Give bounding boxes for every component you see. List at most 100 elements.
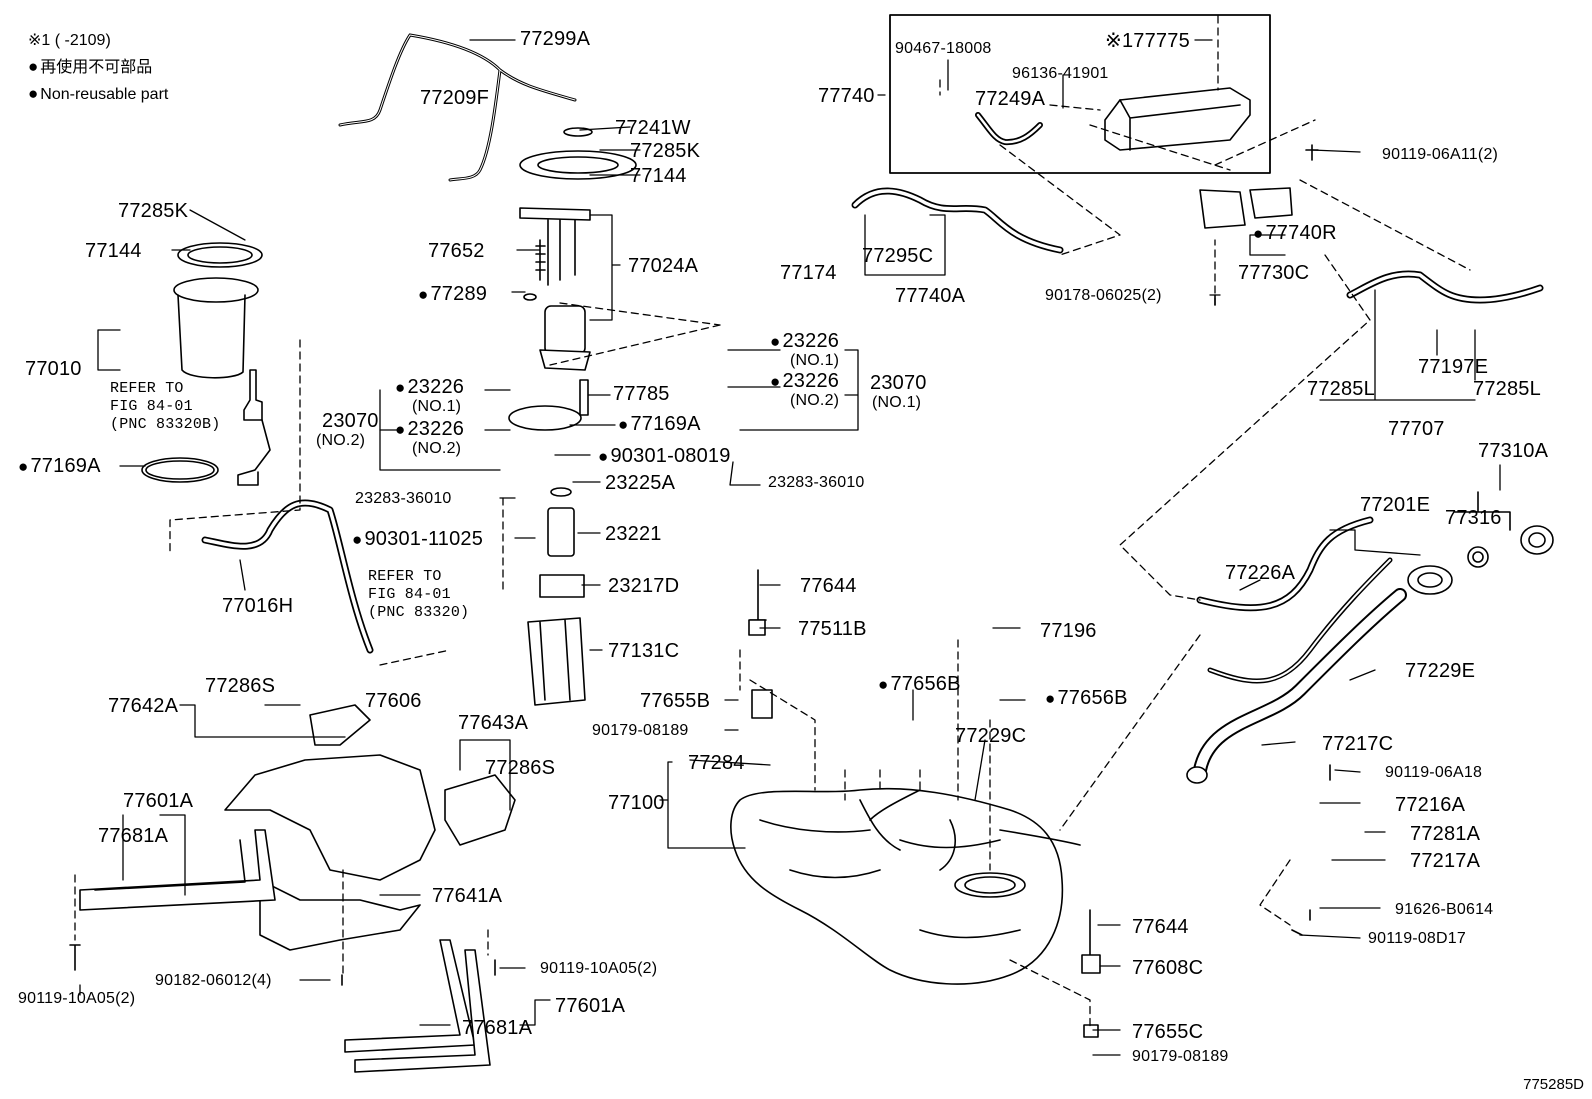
part-label-77241W[interactable]: 77241W: [615, 117, 691, 139]
part-label-77201E[interactable]: 77201E: [1360, 494, 1431, 516]
part-label-77740A[interactable]: 77740A: [895, 285, 966, 307]
part-label-90182-06012[interactable]: 90182-06012(4): [155, 972, 272, 989]
part-label-77740[interactable]: 77740: [818, 85, 875, 107]
part-label-77226A[interactable]: 77226A: [1225, 562, 1296, 584]
part-label-77601A-bottom[interactable]: 77601A: [555, 995, 626, 1017]
part-label-90301-08019[interactable]: 90301-08019: [598, 445, 731, 468]
part-label-77644-bottom[interactable]: 77644: [1132, 916, 1189, 938]
filler-pipe-shape: [1186, 565, 1453, 784]
part-label-77656B-left[interactable]: 77656B: [878, 673, 961, 696]
part-label-77652[interactable]: 77652: [428, 240, 485, 262]
part-label-77229E[interactable]: 77229E: [1405, 660, 1476, 682]
part-label-90119-08D17[interactable]: 90119-08D17: [1368, 930, 1466, 947]
part-label-90301-11025[interactable]: 90301-11025: [352, 528, 483, 551]
part-label-77285L-right[interactable]: 77285L: [1473, 378, 1541, 400]
sub-tank-assembly-shape: [141, 242, 271, 486]
part-label-77606[interactable]: 77606: [365, 690, 422, 712]
part-label-23070-no1[interactable]: 23070: [870, 372, 927, 394]
fuel-cap-shape: [1454, 491, 1554, 568]
part-label-23070-no2[interactable]: 23070: [322, 410, 379, 432]
part-label-90179-08189-top[interactable]: 90179-08189: [592, 722, 689, 739]
part-label-23226-no1-right[interactable]: 23226: [770, 330, 839, 353]
part-label-77144-left[interactable]: 77144: [85, 240, 142, 262]
part-label-77284[interactable]: 77284: [688, 752, 745, 774]
part-label-77249A[interactable]: 77249A: [975, 88, 1046, 110]
part-label-77643A[interactable]: 77643A: [458, 712, 529, 734]
part-label-77310A[interactable]: 77310A: [1478, 440, 1549, 462]
part-label-77016H[interactable]: 77016H: [222, 595, 294, 617]
part-label-77707[interactable]: 77707: [1388, 418, 1445, 440]
tank-tube-shape: [869, 789, 1081, 846]
part-label-77655C[interactable]: 77655C: [1132, 1021, 1204, 1043]
part-label-77169A-left[interactable]: 77169A: [18, 455, 101, 478]
part-label-77289[interactable]: 77289: [418, 283, 487, 306]
part-label-77196[interactable]: 77196: [1040, 620, 1097, 642]
part-label-77217A[interactable]: 77217A: [1410, 850, 1481, 872]
part-label-77775[interactable]: ※177775: [1105, 30, 1190, 52]
part-label-77281A[interactable]: 77281A: [1410, 823, 1481, 845]
legend-bullet-en-text: Non-reusable part: [40, 86, 169, 103]
part-label-90119-06A18[interactable]: 90119-06A18: [1385, 764, 1483, 781]
part-label-23283-36010-left[interactable]: 23283-36010: [355, 490, 452, 507]
part-label-77217C[interactable]: 77217C: [1322, 733, 1394, 755]
part-label-77656B-right[interactable]: 77656B: [1045, 687, 1128, 710]
part-label-77144-top[interactable]: 77144: [630, 165, 687, 187]
part-label-23070-no1-sub: (NO.1): [872, 394, 922, 411]
part-label-77024A[interactable]: 77024A: [628, 255, 699, 277]
part-label-77209F[interactable]: 77209F: [420, 87, 490, 109]
part-label-77100[interactable]: 77100: [608, 792, 665, 814]
part-label-77641A[interactable]: 77641A: [432, 885, 503, 907]
part-label-77285K-left[interactable]: 77285K: [118, 200, 189, 222]
part-label-77286S-right[interactable]: 77286S: [485, 757, 556, 779]
part-label-23226-no1-left[interactable]: 23226: [395, 376, 464, 399]
ref1-line1: REFER TO: [110, 380, 184, 397]
part-label-96136-41901[interactable]: 96136-41901: [1012, 65, 1109, 82]
part-label-90178-06025[interactable]: 90178-06025(2): [1045, 287, 1162, 304]
part-label-23217D[interactable]: 23217D: [608, 575, 680, 597]
part-label-77681A-bottom[interactable]: 77681A: [462, 1017, 533, 1039]
part-label-77229C[interactable]: 77229C: [955, 725, 1027, 747]
part-label-77285L-left[interactable]: 77285L: [1307, 378, 1375, 400]
part-label-77169A-center[interactable]: 77169A: [618, 413, 701, 436]
part-label-23283-36010-right[interactable]: 23283-36010: [768, 474, 865, 491]
fuel-pump-assembly-shape: [508, 127, 637, 706]
vsv-valve-shape: [1199, 187, 1293, 229]
part-label-90119-06A11[interactable]: 90119-06A11(2): [1382, 146, 1499, 163]
part-label-23225A[interactable]: 23225A: [605, 472, 676, 494]
part-label-77655B[interactable]: 77655B: [640, 690, 711, 712]
part-label-77785[interactable]: 77785: [613, 383, 670, 405]
part-label-77295C[interactable]: 77295C: [862, 245, 934, 267]
leader-lines: [79, 39, 1501, 1056]
figure-id: 775285D: [1523, 1076, 1584, 1093]
fuel-tank-shape: [730, 787, 1064, 985]
part-label-77299A[interactable]: 77299A: [520, 28, 591, 50]
part-label-23226-no2-left[interactable]: 23226: [395, 418, 464, 441]
part-label-90467-18008[interactable]: 90467-18008: [895, 40, 992, 57]
part-label-77174[interactable]: 77174: [780, 262, 837, 284]
part-label-77286S-left[interactable]: 77286S: [205, 675, 276, 697]
part-label-77216A[interactable]: 77216A: [1395, 794, 1466, 816]
part-label-23221[interactable]: 23221: [605, 523, 662, 545]
part-label-77010[interactable]: 77010: [25, 358, 82, 380]
part-label-77601A-left[interactable]: 77601A: [123, 790, 194, 812]
part-label-77285K-top[interactable]: 77285K: [630, 140, 701, 162]
part-label-90179-08189-bottom[interactable]: 90179-08189: [1132, 1048, 1229, 1065]
part-label-77730C[interactable]: 77730C: [1238, 262, 1310, 284]
part-label-77681A-left[interactable]: 77681A: [98, 825, 169, 847]
part-label-77644-top[interactable]: 77644: [800, 575, 857, 597]
part-label-77740R[interactable]: 77740R: [1253, 222, 1337, 245]
part-label-77511B[interactable]: 77511B: [798, 618, 867, 640]
part-label-77608C[interactable]: 77608C: [1132, 957, 1204, 979]
ref2-line3: (PNC 83320): [368, 604, 470, 621]
part-label-77642A[interactable]: 77642A: [108, 695, 179, 717]
part-label-90119-10A05-right[interactable]: 90119-10A05(2): [540, 960, 658, 977]
ref1-line3: (PNC 83320B): [110, 416, 221, 433]
part-label-77316[interactable]: 77316: [1445, 507, 1502, 529]
part-label-77131C[interactable]: 77131C: [608, 640, 680, 662]
part-label-23070-no2-sub: (NO.2): [316, 432, 366, 449]
part-label-77775-number: 77775: [1133, 30, 1190, 52]
part-label-91626-B0614[interactable]: 91626-B0614: [1395, 901, 1494, 918]
part-label-90119-10A05-left[interactable]: 90119-10A05(2): [18, 990, 136, 1007]
part-label-23226-no2-right[interactable]: 23226: [770, 370, 839, 393]
part-label-77197E[interactable]: 77197E: [1418, 356, 1489, 378]
